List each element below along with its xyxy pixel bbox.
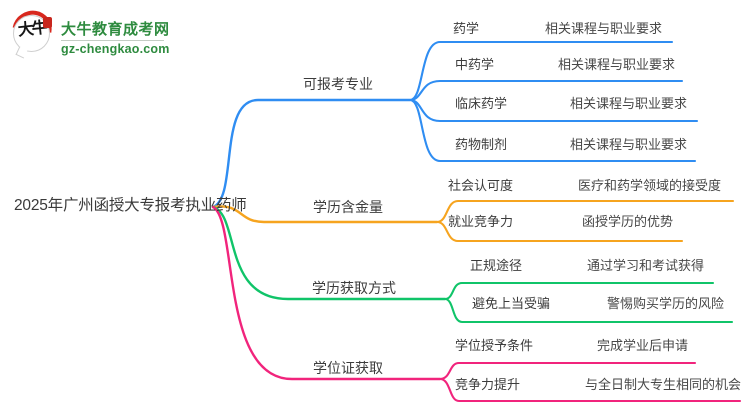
child-desc: 警惕购买学历的风险: [607, 296, 725, 311]
branch2-child1-underline: [435, 199, 735, 224]
branch-label-how-to-obtain: 学历获取方式: [312, 280, 396, 296]
branch3-child2-underline: [443, 297, 734, 324]
child-desc: 通过学习和考试获得: [587, 258, 705, 273]
site-url: gz-chengkao.com: [61, 42, 170, 56]
child-label: 临床药学: [455, 96, 508, 111]
child-desc: 相关课程与职业要求: [570, 137, 688, 152]
logo-text-block: 大牛教育成考网 gz-chengkao.com: [61, 10, 170, 56]
branch3-child1-underline: [443, 281, 715, 301]
logo-bubble-icon: 大牛: [4, 2, 60, 59]
branch-label-degree-value: 学历含金量: [313, 199, 383, 215]
child-desc: 相关课程与职业要求: [558, 57, 676, 72]
logo-divider: [61, 40, 164, 41]
branch1-child4-underline: [408, 98, 697, 163]
branch-label-degree-cert: 学位证获取: [313, 360, 383, 376]
child-desc: 完成学业后申请: [597, 338, 689, 353]
child-label: 学位授予条件: [455, 338, 534, 353]
child-desc: 相关课程与职业要求: [545, 21, 663, 36]
branch3-trunk-line: [211, 205, 447, 301]
branch2-trunk-line: [211, 205, 439, 224]
child-label: 就业竞争力: [448, 214, 514, 229]
child-label: 竞争力提升: [455, 377, 521, 392]
site-logo: 大牛 大牛教育成考网 gz-chengkao.com: [4, 2, 170, 59]
site-name: 大牛教育成考网: [61, 21, 170, 38]
child-desc: 医疗和药学领域的接受度: [578, 178, 722, 193]
child-desc: 相关课程与职业要求: [570, 96, 688, 111]
logo-seal-stamp: [43, 17, 52, 28]
root-topic: 2025年广州函授大专报考执业药师: [14, 197, 247, 214]
child-label: 社会认可度: [448, 178, 514, 193]
branch1-child2-underline: [408, 79, 684, 102]
branch2-child2-underline: [435, 220, 684, 243]
child-label: 避免上当受骗: [472, 296, 551, 311]
child-desc: 函授学历的优势: [582, 214, 674, 229]
child-label: 正规途径: [470, 258, 523, 273]
child-label: 中药学: [455, 57, 495, 72]
branch4-child1-underline: [438, 361, 697, 381]
child-label: 药学: [453, 21, 480, 36]
branch1-trunk-line: [211, 98, 412, 209]
branch-label-majors: 可报考专业: [303, 76, 373, 92]
child-desc: 与全日制大专生相同的机会: [585, 377, 742, 392]
child-label: 药物制剂: [455, 137, 508, 152]
branch4-child2-underline: [438, 377, 742, 403]
branch1-child1-underline: [408, 40, 674, 102]
branch4-trunk-line: [211, 205, 442, 381]
